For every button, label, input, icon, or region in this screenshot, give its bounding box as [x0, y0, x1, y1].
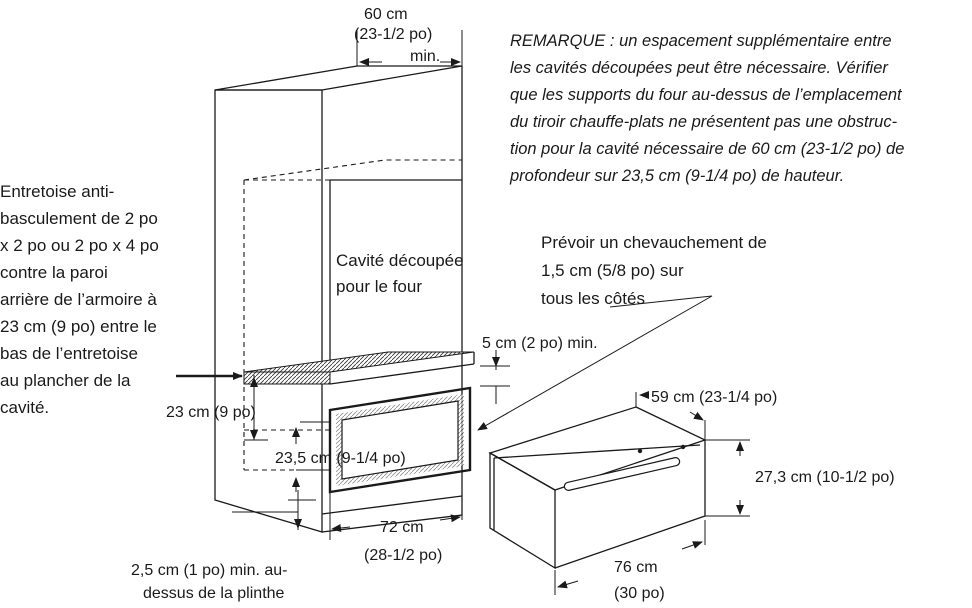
anti-tip-spacer	[243, 351, 475, 385]
dim-2-5cm	[232, 490, 316, 530]
plinth-label-2: dessus de la plinthe	[143, 585, 285, 602]
oven-cutout-line-2: pour le four	[336, 277, 422, 296]
gap-5cm-label: 5 cm (2 po) min.	[482, 335, 598, 352]
drawer-width-in-label: (30 po)	[614, 585, 665, 602]
spacer-line-6: 23 cm (9 po) entre le	[0, 317, 157, 336]
dim-drawer-height	[705, 439, 750, 517]
note-line-1: REMARQUE : un espacement supplémentaire …	[510, 32, 892, 50]
drawer-cutout	[328, 386, 472, 494]
overlap-line-3: tous les côtés	[541, 289, 645, 308]
spacer-line-1: Entretoise anti-	[0, 182, 114, 201]
note-line-5: tion pour la cavité nécessaire de 60 cm …	[510, 140, 904, 158]
spacer-line-4: contre la paroi	[0, 263, 108, 282]
dim-72cm	[329, 470, 463, 540]
dim-23cm	[244, 375, 268, 441]
spacer-line-5: arrière de l’armoire à	[0, 290, 157, 309]
width-top-cm-label: 60 cm	[364, 6, 408, 23]
overlap-line-1: Prévoir un chevauchement de	[541, 233, 767, 252]
spacer-line-7: bas de l’entretoise	[0, 344, 138, 363]
width-top-min-label: min.	[410, 48, 440, 65]
drawer-cutout-height-label: 23,5 cm (9-1/4 po)	[275, 450, 406, 467]
spacer-line-9: cavité.	[0, 398, 49, 417]
dim-23-5cm	[292, 421, 330, 492]
overlap-block: Prévoir un chevauchement de 1,5 cm (5/8 …	[541, 233, 767, 308]
spacer-line-8: au plancher de la	[0, 371, 131, 390]
dim-drawer-depth	[635, 391, 706, 440]
bottom-width-in-label: (28-1/2 po)	[364, 547, 442, 564]
oven-cutout-block: Cavité découpée pour le four	[336, 251, 464, 296]
drawer-depth-label: 59 cm (23-1/4 po)	[651, 389, 777, 406]
note-line-3: que les supports du four au-dessus de l’…	[510, 86, 903, 104]
overlap-line-2: 1,5 cm (5/8 po) sur	[541, 261, 684, 280]
note-line-2: les cavités découpées peut être nécessai…	[510, 59, 889, 77]
width-top-in-label: (23-1/2 po)	[354, 26, 432, 43]
note-line-6: profondeur sur 23,5 cm (9-1/4 po) de hau…	[509, 167, 844, 185]
bottom-width-cm-label: 72 cm	[380, 519, 424, 536]
oven-cutout-line-1: Cavité découpée	[336, 251, 464, 270]
dim-5cm	[480, 350, 510, 404]
oven-cutout-outline	[243, 159, 462, 471]
spacer-block: Entretoise anti- basculement de 2 po x 2…	[0, 182, 159, 417]
warming-drawer	[488, 406, 707, 570]
spacer-height-label: 23 cm (9 po)	[166, 404, 256, 421]
note-block: REMARQUE : un espacement supplémentaire …	[509, 32, 904, 185]
drawer-width-cm-label: 76 cm	[614, 559, 658, 576]
spacer-line-2: basculement de 2 po	[0, 209, 158, 228]
plinth-label-1: 2,5 cm (1 po) min. au-	[131, 562, 288, 579]
overlap-arrow	[477, 295, 713, 431]
dim-drawer-width	[554, 520, 706, 595]
dim-60cm	[356, 30, 463, 66]
note-line-4: du tiroir chauffe-plats ne présentent pa…	[510, 113, 898, 131]
drawer-height-label: 27,3 cm (10-1/2 po)	[755, 469, 895, 486]
spacer-line-3: x 2 po ou 2 po x 4 po	[0, 236, 159, 255]
